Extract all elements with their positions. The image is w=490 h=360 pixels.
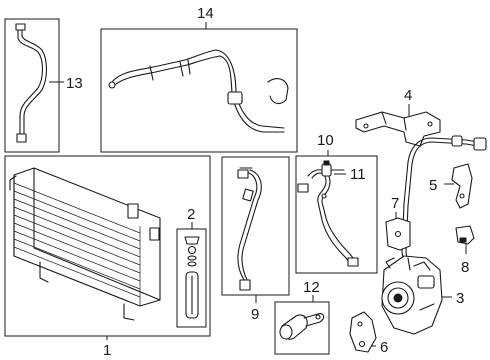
callout-6: 6 xyxy=(380,339,388,356)
part-13-pipe xyxy=(15,23,48,143)
callout-10: 10 xyxy=(317,132,334,149)
part-7-bracket: 7 xyxy=(385,195,411,251)
callout-12: 12 xyxy=(303,279,320,296)
part-10-frame xyxy=(295,155,378,274)
part-14-hose xyxy=(108,49,289,133)
part-14-frame xyxy=(100,28,298,153)
callout-1: 1 xyxy=(103,342,111,359)
part-9-hose-group: 9 xyxy=(221,156,290,323)
callout-14: 14 xyxy=(197,5,214,22)
part-12-frame xyxy=(274,301,330,355)
part-4-bracket: 4 xyxy=(355,87,441,147)
part-8-switch: 8 xyxy=(455,225,475,276)
callout-13: 13 xyxy=(66,75,83,92)
callout-2: 2 xyxy=(187,206,195,223)
part-10-hose xyxy=(297,169,359,267)
part-10-hose-group: 10 11 xyxy=(295,132,378,274)
part-9-frame xyxy=(221,156,290,296)
part-6-bracket: 6 xyxy=(349,311,388,356)
callout-7: 7 xyxy=(391,195,399,212)
part-14-hose-group: 14 xyxy=(100,5,298,153)
callout-3: 3 xyxy=(456,290,464,307)
part-1-condenser xyxy=(9,167,161,321)
part-9-hose xyxy=(237,167,262,291)
part-2-drier-group: 2 xyxy=(176,206,207,328)
part-1-condenser-group: 1 xyxy=(4,155,211,359)
part-2-drier xyxy=(184,236,200,319)
callout-11: 11 xyxy=(350,166,366,183)
callout-4: 4 xyxy=(404,87,412,104)
compressor-hose xyxy=(401,135,487,265)
callout-8: 8 xyxy=(461,259,469,276)
callout-5: 5 xyxy=(429,177,437,194)
part-11-sensor xyxy=(321,160,345,177)
part-3-compressor: 3 xyxy=(381,255,464,335)
part-13-pipe-group: 13 xyxy=(4,18,83,153)
part-5-bracket: 5 xyxy=(429,163,473,209)
part-13-frame xyxy=(4,18,60,153)
part-12-fitting-group: 12 xyxy=(274,279,330,355)
callout-9: 9 xyxy=(251,306,259,323)
part-12-fitting xyxy=(279,313,325,340)
